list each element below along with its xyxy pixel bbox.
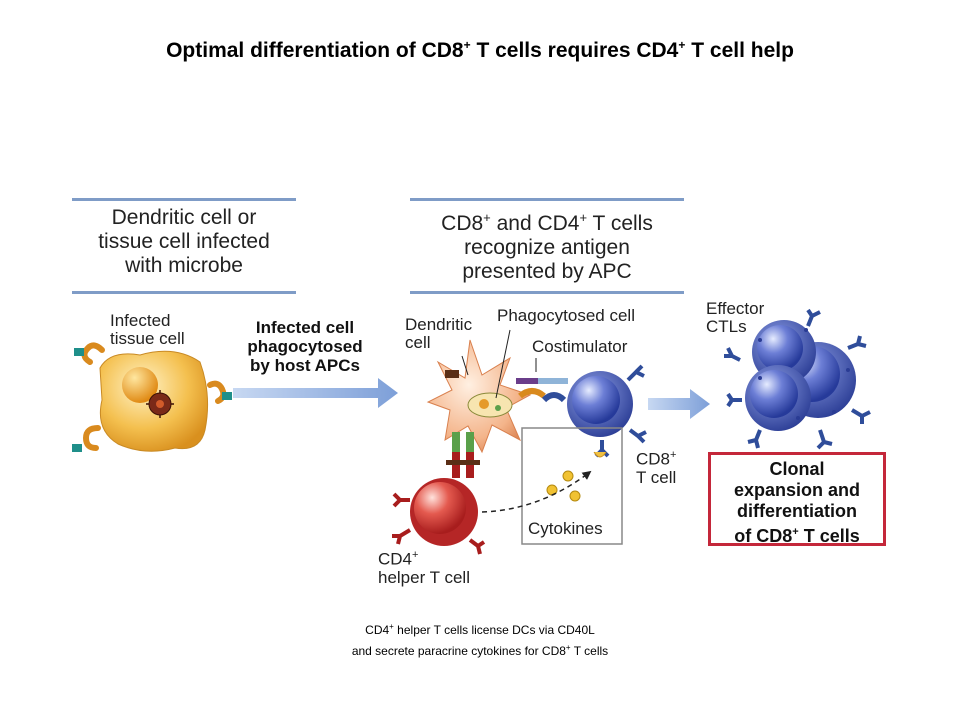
caption-line: CD4+ helper T cells license DCs via CD40… bbox=[0, 618, 960, 639]
label-line: T cell bbox=[636, 467, 677, 487]
label-infected-tissue-cell: Infected tissue cell bbox=[110, 312, 185, 348]
title-sup: + bbox=[463, 38, 471, 52]
result-text: T cells bbox=[798, 526, 860, 546]
cd40-cd40l-link bbox=[446, 432, 480, 478]
label-cytokines: Cytokines bbox=[528, 520, 603, 538]
arrow-label-line: Infected cell bbox=[255, 318, 355, 337]
ctl-granules bbox=[758, 328, 850, 420]
result-line: of CD8+ T cells bbox=[711, 522, 883, 547]
label-sup: + bbox=[412, 549, 419, 561]
arrow-label-line: phagocytosed bbox=[247, 337, 363, 356]
box-line: tissue cell infected bbox=[98, 230, 270, 253]
box-border-top bbox=[410, 198, 684, 201]
box-line: presented by APC bbox=[462, 260, 632, 283]
box-line: CD8+ and CD4+ T cells bbox=[410, 206, 684, 236]
label-line: helper T cell bbox=[378, 567, 470, 587]
label-dendritic-cell: Dendritic cell bbox=[405, 316, 472, 352]
title-part: T cell help bbox=[685, 39, 794, 62]
title-part: Optimal differentiation of CD8 bbox=[166, 39, 464, 62]
caption-sup: + bbox=[389, 622, 394, 631]
box-text: and CD4 bbox=[490, 212, 580, 235]
label-cd8-t-cell: CD8+ T cell bbox=[636, 446, 676, 487]
cd4-receptor bbox=[392, 492, 486, 555]
dendritic-cell bbox=[426, 339, 532, 454]
flow-arrow bbox=[648, 389, 710, 419]
label-line: CTLs bbox=[706, 317, 747, 336]
label-cd4-helper-t-cell: CD4+ helper T cell bbox=[378, 546, 470, 587]
result-line: expansion and bbox=[733, 480, 861, 500]
cd4-helper-t-cell bbox=[410, 478, 478, 546]
label-costimulator: Costimulator bbox=[532, 338, 627, 356]
cytokine-inset bbox=[521, 427, 623, 545]
box-text: T cells bbox=[587, 212, 653, 235]
cytokine-path bbox=[481, 470, 592, 513]
box-line: with microbe bbox=[125, 254, 243, 277]
label-line: Dendritic bbox=[405, 315, 473, 334]
result-line: differentiation bbox=[737, 501, 857, 521]
box-border-top bbox=[72, 198, 296, 201]
result-text: of CD8 bbox=[734, 526, 793, 546]
label-line: Effector bbox=[706, 299, 765, 318]
caption-sup: + bbox=[565, 643, 571, 652]
ctl-receptors bbox=[724, 308, 871, 450]
caption-text: CD4 bbox=[365, 623, 390, 637]
box-infected-cell: Dendritic cell or tissue cell infected w… bbox=[72, 198, 296, 294]
title-part: T cells requires CD4 bbox=[470, 39, 679, 62]
peptide-marker bbox=[72, 348, 232, 452]
caption-line: and secrete paracrine cytokines for CD8+… bbox=[0, 639, 960, 660]
cd8-t-cell bbox=[567, 371, 633, 437]
label-line: Phagocytosed cell bbox=[497, 306, 635, 325]
label-effector-ctls: Effector CTLs bbox=[706, 300, 764, 336]
caption-text: helper T cells license DCs via CD40L bbox=[393, 623, 595, 637]
label-line: Infected bbox=[110, 311, 171, 330]
label-line: CD8+ bbox=[636, 446, 676, 469]
cytokine-receptor bbox=[593, 451, 607, 458]
label-text: CD8 bbox=[636, 449, 671, 469]
effector-ctl-cluster bbox=[745, 320, 856, 431]
label-line: Cytokines bbox=[528, 519, 603, 538]
box-border-bottom bbox=[72, 291, 296, 294]
label-line: Costimulator bbox=[532, 337, 628, 356]
label-sup: + bbox=[670, 449, 677, 461]
box-border-bottom bbox=[410, 291, 684, 294]
label-line: cell bbox=[405, 333, 431, 352]
pointer-line bbox=[461, 329, 537, 399]
arrow-label-line: by host APCs bbox=[250, 356, 360, 375]
result-box-clonal-expansion: Clonal expansion and differentiation of … bbox=[708, 452, 886, 546]
box-sup: + bbox=[579, 210, 588, 225]
label-text: CD4 bbox=[378, 549, 413, 569]
title-sup: + bbox=[678, 38, 686, 52]
result-line: Clonal bbox=[769, 459, 825, 479]
result-sup: + bbox=[792, 526, 799, 538]
box-line: recognize antigen bbox=[464, 236, 630, 259]
label-phagocytosed-cell: Phagocytosed cell bbox=[497, 307, 635, 325]
infected-tissue-cell bbox=[99, 350, 209, 452]
flow-arrow bbox=[233, 378, 398, 408]
figure-caption: CD4+ helper T cells license DCs via CD40… bbox=[0, 618, 960, 660]
arrow-label-phagocytosis: Infected cell phagocytosed by host APCs bbox=[236, 318, 374, 375]
cytokine-droplets bbox=[546, 470, 581, 502]
box-line: Dendritic cell or bbox=[111, 206, 257, 229]
caption-text: T cells bbox=[570, 644, 609, 658]
label-line: CD4+ bbox=[378, 546, 470, 569]
page-title: Optimal differentiation of CD8+ T cells … bbox=[0, 38, 960, 63]
costimulator bbox=[445, 370, 568, 403]
box-sup: + bbox=[483, 210, 491, 225]
label-line: tissue cell bbox=[110, 329, 185, 348]
box-antigen-recognition: CD8+ and CD4+ T cells recognize antigen … bbox=[410, 198, 684, 294]
caption-text: and secrete paracrine cytokines for CD8 bbox=[351, 644, 566, 658]
box-text: CD8 bbox=[441, 212, 484, 235]
mhc-receptor bbox=[81, 342, 227, 451]
